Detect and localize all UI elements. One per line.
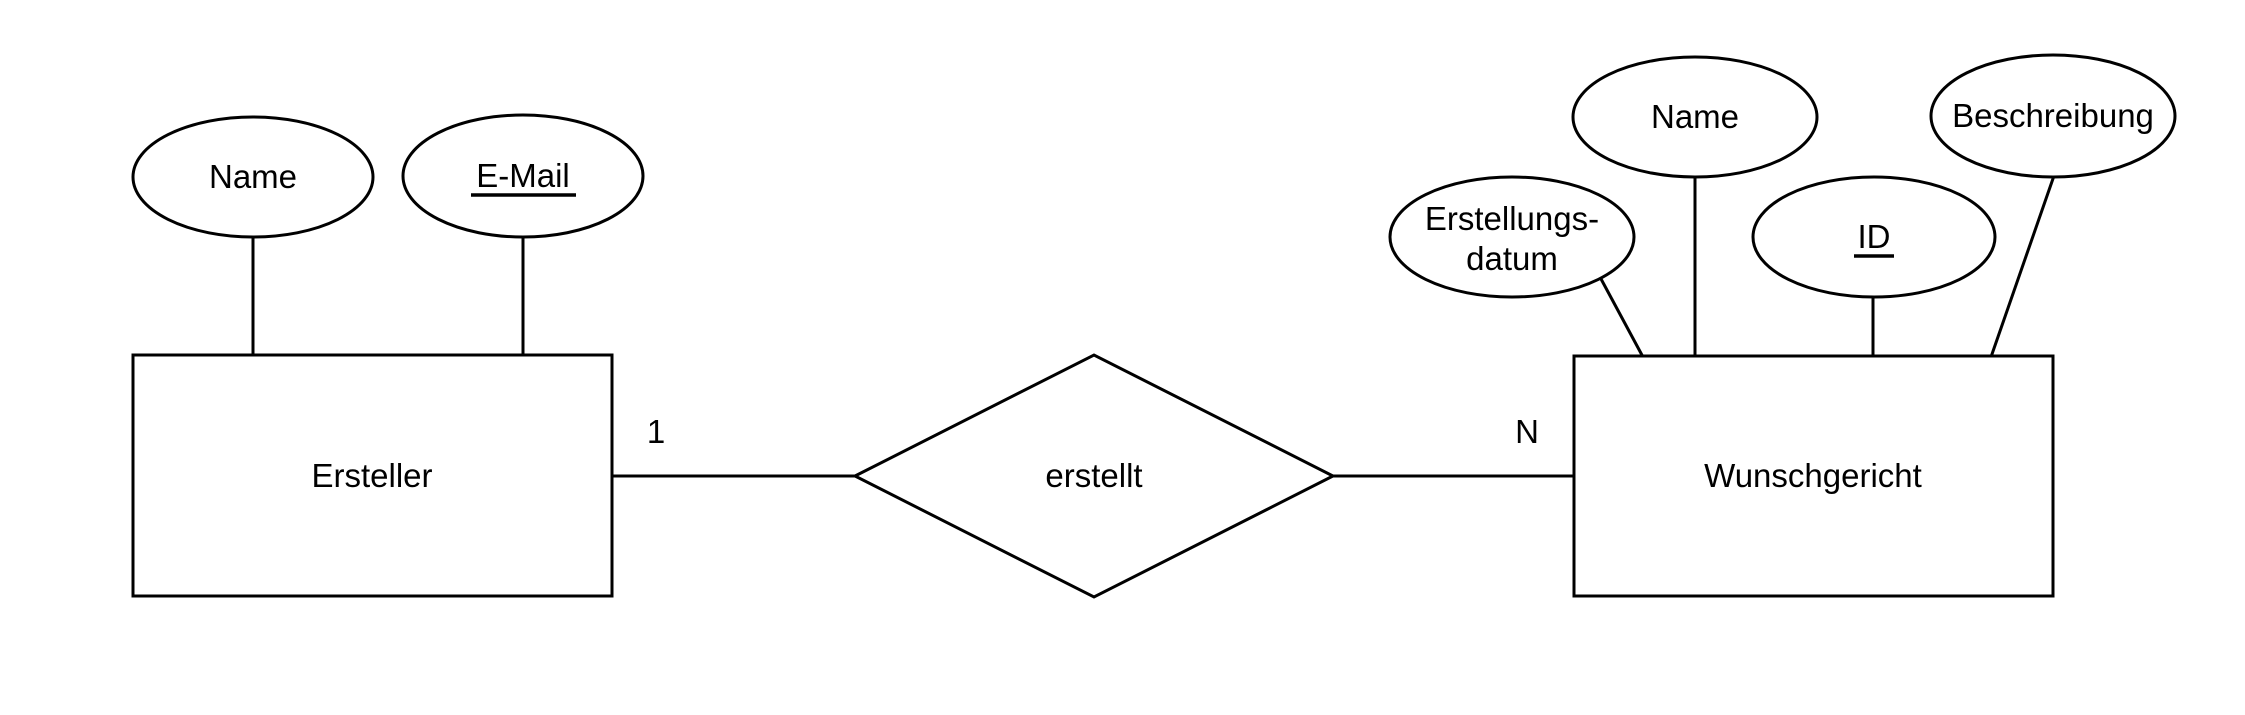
cardinality-right: N xyxy=(1515,413,1539,450)
connector-wunschgericht-beschreibung xyxy=(1989,169,2058,358)
attribute-label-wunschgericht-erstellungsdatum-line1: Erstellungs- xyxy=(1425,200,1599,237)
attribute-ellipse-wunschgericht-id xyxy=(1751,175,1997,299)
attribute-ellipse-wunschgericht-name xyxy=(1571,55,1819,179)
attribute-label-wunschgericht-beschreibung: Beschreibung xyxy=(1952,97,2154,134)
attribute-ellipse-ersteller-name xyxy=(131,115,375,239)
attribute-ellipse-wunschgericht-beschreibung xyxy=(1929,53,2177,179)
cardinality-left: 1 xyxy=(647,413,665,450)
attribute-ellipse-wunschgericht-erstellungsdatum xyxy=(1388,175,1636,299)
attribute-ellipse-ersteller-email xyxy=(401,113,645,239)
entity-box-wunschgericht xyxy=(1572,354,2055,598)
attribute-label-ersteller-name: Name xyxy=(209,158,297,195)
attribute-label-wunschgericht-id: ID xyxy=(1858,218,1891,255)
attribute-label-ersteller-email: E-Mail xyxy=(476,157,570,194)
attribute-label-wunschgericht-erstellungsdatum-line2: datum xyxy=(1466,240,1558,277)
entity-label-wunschgericht: Wunschgericht xyxy=(1704,457,1922,494)
relationship-label-erstellt: erstellt xyxy=(1045,457,1142,494)
attribute-label-wunschgericht-name: Name xyxy=(1651,98,1739,135)
relationship-diamond-erstellt xyxy=(851,353,1337,599)
entity-box-ersteller xyxy=(131,353,614,598)
entity-label-ersteller: Ersteller xyxy=(311,457,432,494)
